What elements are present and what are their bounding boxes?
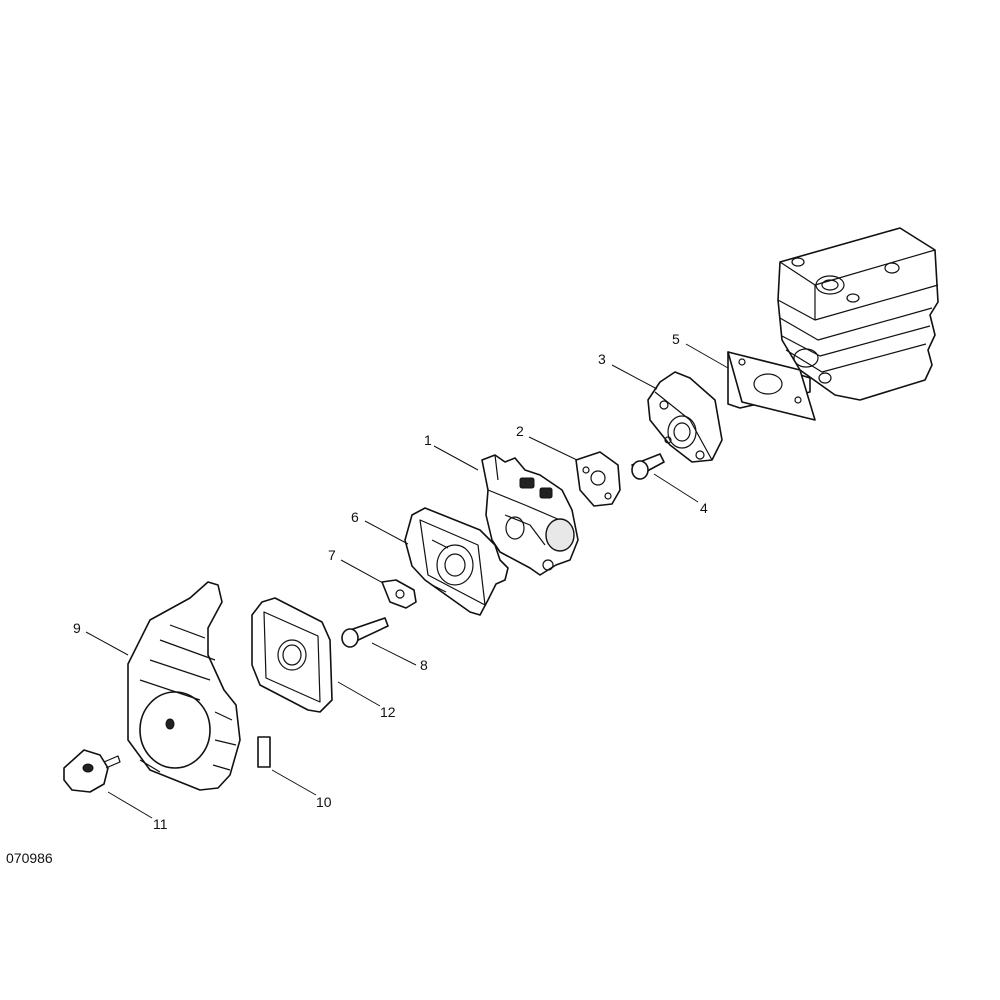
callout-6: 6 bbox=[351, 509, 359, 525]
sheet-10-part bbox=[257, 736, 271, 768]
callout-10: 10 bbox=[316, 794, 332, 810]
gasket-2-part bbox=[575, 451, 621, 507]
callout-8: 8 bbox=[420, 657, 428, 673]
drawing-code: 070986 bbox=[6, 850, 53, 866]
filter-case-6-part bbox=[404, 507, 509, 616]
leader-line-2 bbox=[528, 436, 578, 461]
callout-3: 3 bbox=[598, 351, 606, 367]
cover-9-part bbox=[127, 581, 241, 791]
leader-lines bbox=[85, 343, 729, 819]
leader-line-11 bbox=[107, 791, 153, 819]
filter-element-12-part bbox=[251, 597, 333, 713]
leader-line-10 bbox=[271, 769, 317, 796]
knob-11-part bbox=[63, 749, 121, 793]
callout-2: 2 bbox=[516, 423, 524, 439]
bolt-8-part bbox=[341, 617, 389, 648]
carburetor-1-part bbox=[481, 454, 579, 576]
callout-4: 4 bbox=[700, 500, 708, 516]
leader-line-12 bbox=[337, 681, 381, 707]
leader-line-6 bbox=[364, 520, 409, 545]
leader-line-4 bbox=[653, 473, 699, 503]
leader-line-3 bbox=[611, 364, 658, 390]
callout-7: 7 bbox=[328, 547, 336, 563]
callout-5: 5 bbox=[672, 331, 680, 347]
callout-1: 1 bbox=[424, 432, 432, 448]
callout-9: 9 bbox=[73, 620, 81, 636]
leader-line-1 bbox=[433, 445, 479, 471]
leader-line-7 bbox=[340, 559, 384, 584]
bolt-4-part bbox=[631, 453, 665, 480]
leader-line-9 bbox=[85, 631, 129, 656]
leader-line-8 bbox=[371, 642, 417, 666]
callout-12: 12 bbox=[380, 704, 396, 720]
leader-line-5 bbox=[685, 343, 729, 369]
insulator-3-part bbox=[647, 371, 723, 463]
gasket-5-part bbox=[727, 351, 816, 421]
cylinder-part bbox=[777, 227, 939, 401]
callout-11: 11 bbox=[153, 816, 168, 832]
plate-7-part bbox=[381, 579, 417, 609]
